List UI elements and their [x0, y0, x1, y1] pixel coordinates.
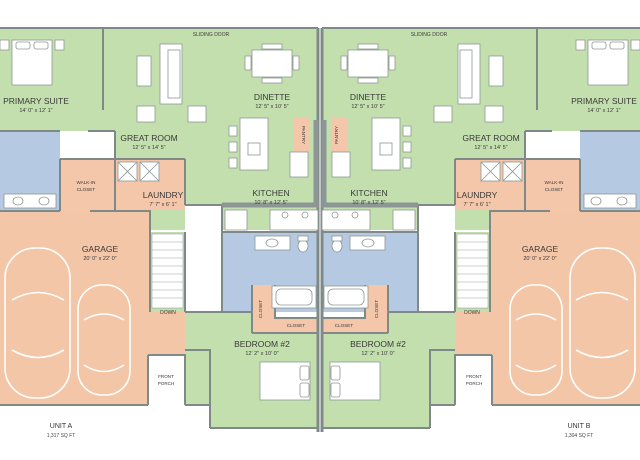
- pantry-label: PANTRY: [301, 126, 306, 144]
- primary-suite-dim: 14' 0" x 12' 1": [587, 108, 620, 114]
- garage-label: GARAGE: [82, 244, 119, 254]
- pantry-label: PANTRY: [334, 126, 339, 144]
- great-room-label: GREAT ROOM: [462, 133, 519, 143]
- front-porch-line2: PORCH: [158, 381, 175, 386]
- unit-b-title: UNIT B: [568, 423, 591, 430]
- garage-dim: 20' 0" x 22' 0": [523, 256, 556, 262]
- kitchen-dim: 10' 8" x 12' 5": [254, 200, 287, 206]
- walk-in-closet-line1: WALK-IN: [545, 180, 564, 185]
- dinette-label: DINETTE: [350, 92, 387, 102]
- walk-in-closet-line2: CLOSET: [545, 187, 564, 192]
- walk-in-closet-line1: WALK-IN: [77, 180, 96, 185]
- great-room-dim: 12' 5" x 14' 5": [132, 145, 165, 151]
- laundry-dim: 7' 7" x 6' 1": [149, 202, 176, 208]
- kitchen-dim: 10' 8" x 12' 5": [352, 200, 385, 206]
- bedroom2-label: BEDROOM #2: [350, 339, 406, 349]
- primary-suite-dim: 14' 0" x 12' 1": [19, 108, 52, 114]
- unit-b-plan: [322, 28, 640, 432]
- front-porch-line2: PORCH: [466, 381, 483, 386]
- bedroom2-dim: 12' 2" x 10' 0": [245, 351, 278, 357]
- kitchen-label: KITCHEN: [350, 188, 387, 198]
- unit-a-labels: SLIDING DOOR PRIMARY SUITE 14' 0" x 12' …: [3, 32, 306, 439]
- stairs-down-label: DOWN: [160, 310, 176, 316]
- closet-horizontal-label: CLOSET: [335, 323, 354, 328]
- primary-suite-label: PRIMARY SUITE: [3, 96, 69, 106]
- sliding-door-label: SLIDING DOOR: [193, 32, 230, 38]
- bedroom2-dim: 12' 2" x 10' 0": [361, 351, 394, 357]
- stairs-down-label: DOWN: [464, 310, 480, 316]
- garage-dim: 20' 0" x 22' 0": [83, 256, 116, 262]
- bedroom2-label: BEDROOM #2: [234, 339, 290, 349]
- unit-a-plan: [0, 28, 318, 432]
- walk-in-closet-line2: CLOSET: [77, 187, 96, 192]
- dinette-dim: 12' 5" x 10' 5": [351, 104, 384, 110]
- great-room-label: GREAT ROOM: [120, 133, 177, 143]
- kitchen-label: KITCHEN: [252, 188, 289, 198]
- front-porch-line1: FRONT: [466, 374, 482, 379]
- laundry-dim: 7' 7" x 6' 1": [463, 202, 490, 208]
- closet-horizontal-label: CLOSET: [287, 323, 306, 328]
- garage-label: GARAGE: [522, 244, 559, 254]
- unit-b-labels: SLIDING DOOR PRIMARY SUITE 14' 0" x 12' …: [334, 32, 637, 439]
- unit-a-title: UNIT A: [50, 423, 73, 430]
- sliding-door-label: SLIDING DOOR: [411, 32, 448, 38]
- laundry-label: LAUNDRY: [143, 190, 184, 200]
- closet-vertical-label: CLOSET: [258, 300, 263, 319]
- closet-vertical-label: CLOSET: [374, 300, 379, 319]
- front-porch-line1: FRONT: [158, 374, 174, 379]
- unit-b-sqft: 1,304 SQ FT: [565, 433, 594, 439]
- dinette-dim: 12' 5" x 10' 5": [255, 104, 288, 110]
- laundry-label: LAUNDRY: [457, 190, 498, 200]
- great-room-dim: 12' 5" x 14' 5": [474, 145, 507, 151]
- dinette-label: DINETTE: [254, 92, 291, 102]
- unit-a-sqft: 1,317 SQ FT: [47, 433, 76, 439]
- primary-suite-label: PRIMARY SUITE: [571, 96, 637, 106]
